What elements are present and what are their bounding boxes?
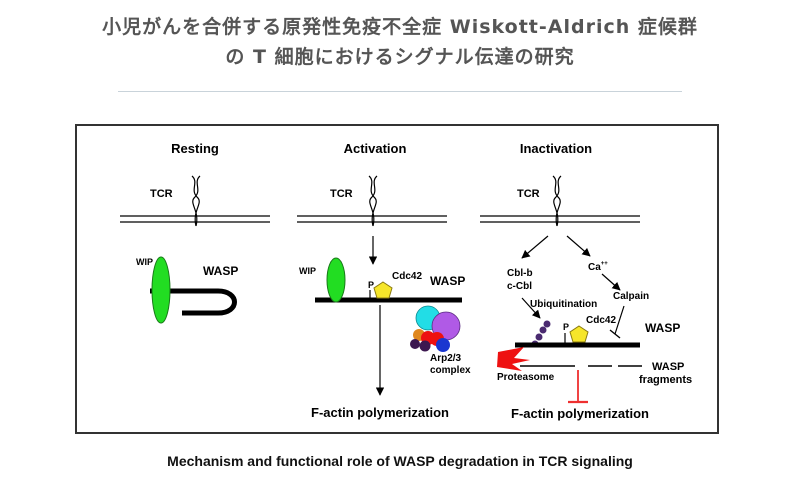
cdc42-label-inactivation: Cdc42: [586, 315, 616, 326]
calcium-label: Ca++: [588, 261, 608, 273]
panel-inactivation: Inactivation TCR Cbl-b c-Cbl Ca++ Calpai…: [480, 141, 692, 421]
ccbl-label: c-Cbl: [507, 281, 532, 292]
wip-protein-resting: [151, 256, 171, 324]
calpain-label: Calpain: [613, 291, 649, 302]
p-label-activation: P: [368, 280, 374, 290]
cdc42-pentagon-inactivation: [569, 325, 589, 343]
tcr-receptor-activation: [368, 175, 378, 227]
proteasome-bolt-icon: [497, 347, 530, 371]
cblb-label: Cbl-b: [507, 268, 533, 279]
arp23-label-line2: complex: [430, 365, 471, 376]
arrow-to-calcium: [566, 235, 591, 257]
wasp-label-inactivation: WASP: [645, 321, 680, 335]
heading-resting: Resting: [171, 141, 219, 156]
cdc42-label-activation: Cdc42: [392, 271, 422, 282]
fragments-label-line2: fragments: [639, 374, 692, 386]
wasp-label-resting: WASP: [203, 264, 238, 278]
proteasome-label: Proteasome: [497, 372, 555, 383]
tcr-label-activation: TCR: [330, 188, 353, 200]
panel-resting: Resting TCR WIP WASP: [120, 141, 270, 324]
wip-label-resting: WIP: [136, 257, 153, 267]
title-divider: [118, 91, 682, 92]
calpain-cleavage-cap: [609, 329, 621, 339]
fragments-label-line1: WASP: [652, 361, 684, 373]
arrow-to-cbl: [521, 235, 549, 259]
wip-protein-activation: [326, 257, 346, 303]
output-label-inactivation: F-actin polymerization: [511, 406, 649, 421]
heading-activation: Activation: [344, 141, 407, 156]
output-label-activation: F-actin polymerization: [311, 405, 449, 420]
page-title: 小児がんを合併する原発性免疫不全症 Wiskott-Aldrich 症候群: [102, 16, 698, 38]
wasp-label-activation: WASP: [430, 274, 465, 288]
membrane-inactivation: [480, 215, 640, 223]
p-label-inactivation: P: [563, 322, 569, 332]
wip-label-activation: WIP: [299, 266, 316, 276]
arp23-label-line1: Arp2/3: [430, 353, 462, 364]
arrow-to-ubiquitin: [521, 297, 541, 319]
tcr-label-resting: TCR: [150, 188, 173, 200]
figure-caption: Mechanism and functional role of WASP de…: [167, 453, 633, 469]
tcr-receptor-inactivation: [552, 175, 562, 227]
panel-activation: Activation TCR WIP P Cdc42 WASP Arp2/: [297, 141, 471, 420]
ubiquitination-label: Ubiquitination: [530, 299, 597, 310]
tcr-label-inactivation: TCR: [517, 188, 540, 200]
heading-inactivation: Inactivation: [520, 141, 592, 156]
wasp-folded-resting: [150, 288, 237, 316]
diagram-frame: [75, 124, 719, 434]
page-subtitle: の T 細胞におけるシグナル伝達の研究: [225, 46, 575, 68]
tcr-receptor-resting: [191, 175, 201, 227]
arrow-to-calpain: [601, 273, 621, 291]
arp23-complex-cluster: [410, 305, 461, 352]
calpain-cleavage-line: [614, 305, 625, 335]
cdc42-pentagon-activation: [373, 281, 393, 299]
